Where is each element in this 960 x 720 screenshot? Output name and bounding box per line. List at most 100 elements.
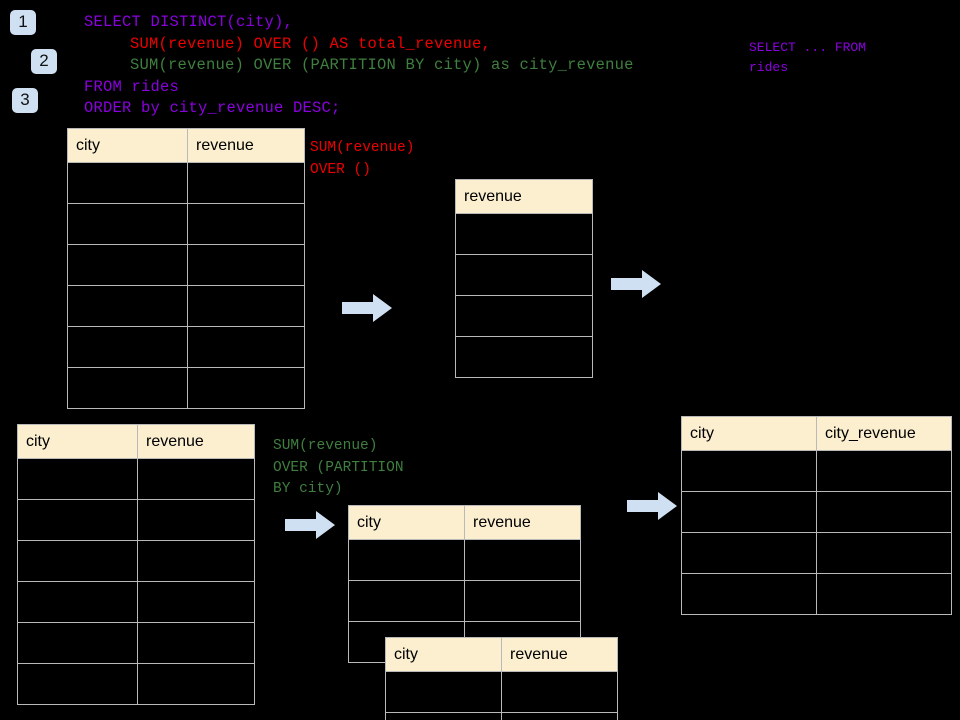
table-row — [681, 573, 952, 615]
table-row — [67, 285, 305, 327]
table-cell — [17, 499, 138, 541]
table-cell — [137, 499, 255, 541]
table-row — [681, 450, 952, 492]
table-cell — [816, 573, 952, 615]
table-row — [67, 244, 305, 286]
table-cell — [137, 540, 255, 582]
table-cell — [17, 458, 138, 500]
table-cell — [348, 580, 465, 622]
sql-query-block: SELECT DISTINCT(city), SUM(revenue) OVER … — [84, 12, 634, 120]
table-row — [17, 663, 255, 705]
table-row — [455, 213, 593, 255]
table-row — [348, 580, 581, 622]
table-cell — [67, 162, 188, 204]
table-row — [17, 540, 255, 582]
table-cell — [455, 213, 593, 255]
table-row — [67, 367, 305, 409]
arrow-total-to-result — [611, 268, 662, 300]
sql-line-4: FROM rides — [84, 77, 180, 96]
sql-line-2: SUM(revenue) OVER () AS total_revenue, — [130, 34, 492, 53]
table-cell — [455, 336, 593, 378]
column-header-city: city — [385, 637, 502, 672]
table-row — [455, 295, 593, 337]
table-cell — [187, 203, 305, 245]
table-cell — [681, 450, 817, 492]
arrow-source-to-total — [342, 292, 393, 324]
sql-line-1: SELECT DISTINCT(city), — [84, 13, 294, 31]
table-cell — [67, 203, 188, 245]
table-cell — [681, 573, 817, 615]
table-cell — [816, 491, 952, 533]
arrow-source-to-partition — [285, 509, 336, 541]
table-cell — [67, 244, 188, 286]
table-cell — [17, 581, 138, 623]
arrow-partition-to-result — [627, 490, 678, 522]
table-cell — [455, 254, 593, 296]
table-row — [385, 712, 618, 720]
column-header-city: city — [681, 416, 817, 451]
table-row — [348, 539, 581, 581]
table-cell — [17, 663, 138, 705]
table-cell — [501, 712, 618, 720]
column-header-city: city — [17, 424, 138, 459]
table-cell — [187, 244, 305, 286]
table-cell — [17, 540, 138, 582]
table-row — [681, 532, 952, 574]
table-row — [681, 491, 952, 533]
table-cell — [348, 539, 465, 581]
step-badge-3: 3 — [12, 88, 38, 113]
annotation-select-from: SELECT ... FROM rides — [749, 40, 867, 75]
table-row — [17, 622, 255, 664]
table-cell — [385, 671, 502, 713]
table-row — [455, 254, 593, 296]
column-header-city_revenue: city_revenue — [816, 416, 952, 451]
table-cell — [67, 367, 188, 409]
column-header-city: city — [67, 128, 188, 163]
table-cell — [137, 663, 255, 705]
table-cell — [187, 367, 305, 409]
table-row — [17, 458, 255, 500]
table-cell — [67, 285, 188, 327]
table-cell — [681, 491, 817, 533]
table-cell — [464, 580, 581, 622]
annotation-sum-over-partition: SUM(revenue) OVER (PARTITION BY city) — [273, 438, 404, 497]
table-row — [17, 581, 255, 623]
column-header-revenue: revenue — [501, 637, 618, 672]
table-cell — [816, 450, 952, 492]
table-cell — [17, 622, 138, 664]
table-cell — [187, 285, 305, 327]
table-cell — [137, 458, 255, 500]
table-cell — [137, 622, 255, 664]
table-cell — [67, 326, 188, 368]
table-cell — [816, 532, 952, 574]
table-cell — [137, 581, 255, 623]
table-cell — [455, 295, 593, 337]
table-cell — [501, 671, 618, 713]
table-row — [455, 336, 593, 378]
total-revenue-table: revenue — [455, 179, 593, 378]
table-cell — [681, 532, 817, 574]
table-cell — [385, 712, 502, 720]
table-cell — [187, 326, 305, 368]
column-header-revenue: revenue — [187, 128, 305, 163]
table-cell — [187, 162, 305, 204]
column-header-revenue: revenue — [464, 505, 581, 540]
table-row — [67, 203, 305, 245]
table-header-row: revenue — [455, 179, 593, 214]
column-header-revenue: revenue — [137, 424, 255, 459]
sql-line-5: ORDER by city_revenue DESC; — [84, 99, 341, 117]
column-header-revenue: revenue — [455, 179, 593, 214]
column-header-city: city — [348, 505, 465, 540]
sql-line-3: SUM(revenue) OVER (PARTITION BY city) as… — [130, 56, 634, 74]
step-badge-1: 1 — [10, 10, 36, 35]
table-cell — [464, 539, 581, 581]
